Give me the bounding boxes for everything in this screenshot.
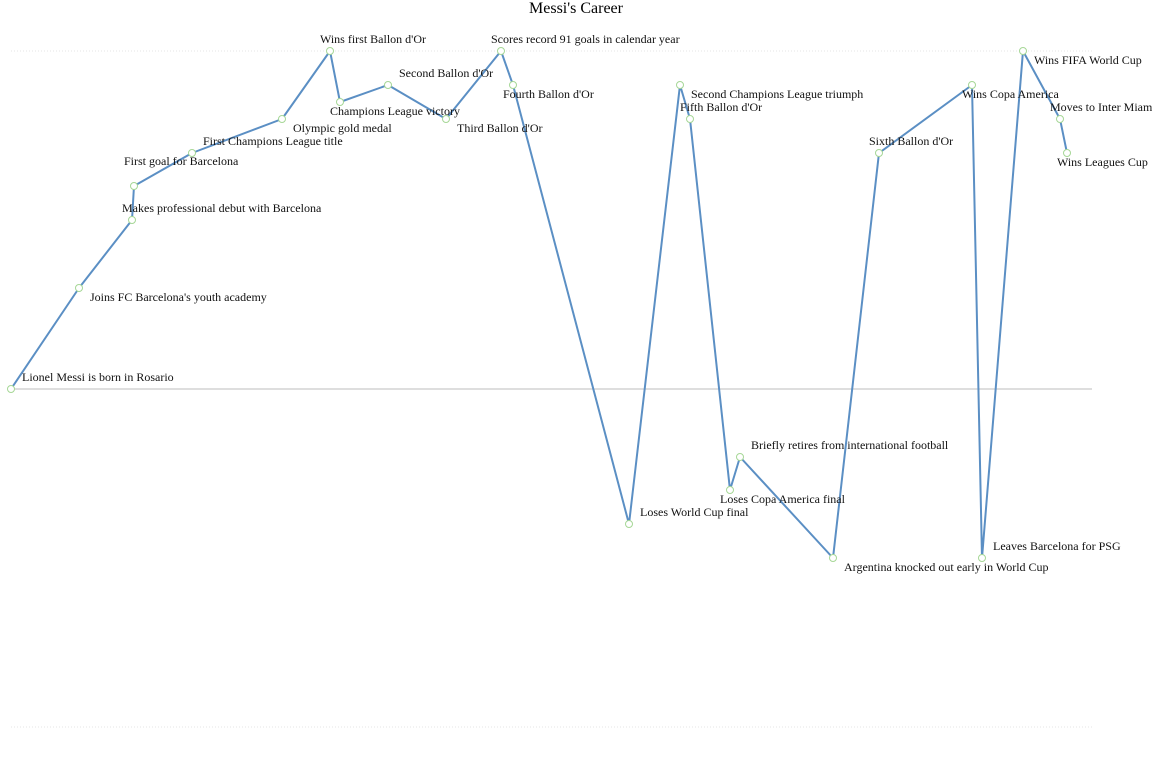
data-point-marker [326, 47, 334, 55]
data-point-marker [497, 47, 505, 55]
data-label: Moves to Inter Miami [1050, 100, 1152, 114]
data-point-marker [384, 81, 392, 89]
data-point-marker [625, 520, 633, 528]
data-point-marker [442, 115, 450, 123]
career-series-line [10, 50, 1068, 559]
data-point-marker [1063, 149, 1071, 157]
data-point-marker [968, 81, 976, 89]
data-label: Fifth Ballon d'Or [680, 100, 762, 114]
data-label: Wins FIFA World Cup [1034, 53, 1142, 67]
data-point-marker [1019, 47, 1027, 55]
data-label: Second Ballon d'Or [399, 66, 493, 80]
data-point-marker [829, 554, 837, 562]
data-point-marker [188, 149, 196, 157]
data-point-marker [726, 486, 734, 494]
data-label: Wins Leagues Cup [1057, 155, 1148, 169]
data-label: Leaves Barcelona for PSG [993, 539, 1121, 553]
data-point-marker [736, 453, 744, 461]
data-point-marker [130, 182, 138, 190]
data-point-marker [509, 81, 517, 89]
data-point-marker [7, 385, 15, 393]
data-point-marker [978, 554, 986, 562]
data-point-marker [278, 115, 286, 123]
data-label: Sixth Ballon d'Or [869, 134, 953, 148]
data-label: Argentina knocked out early in World Cup [844, 560, 1049, 574]
data-label: Lionel Messi is born in Rosario [22, 370, 174, 384]
data-label: Third Ballon d'Or [457, 121, 542, 135]
data-label: Fourth Ballon d'Or [503, 87, 594, 101]
data-point-marker [686, 115, 694, 123]
data-label: Briefly retires from international footb… [751, 438, 949, 452]
data-label: Olympic gold medal [293, 121, 392, 135]
series-line-layer [10, 50, 1068, 559]
data-markers [7, 47, 1071, 562]
data-label: Wins first Ballon d'Or [320, 32, 426, 46]
data-point-marker [875, 149, 883, 157]
data-label: Scores record 91 goals in calendar year [491, 32, 680, 46]
data-label: Wins Copa America [962, 87, 1060, 101]
grid-lines [11, 50, 1092, 728]
data-label: First goal for Barcelona [124, 154, 239, 168]
data-label: Makes professional debut with Barcelona [122, 201, 322, 215]
data-labels: Lionel Messi is born in Rosario Joins FC … [22, 32, 1152, 574]
data-point-marker [676, 81, 684, 89]
data-label: Loses Copa America final [720, 492, 846, 506]
data-label: Champions League victory [330, 104, 460, 118]
data-label: First Champions League title [203, 134, 343, 148]
data-point-marker [75, 284, 83, 292]
data-point-marker [128, 216, 136, 224]
chart-title: Messi's Career [529, 0, 624, 17]
data-label: Loses World Cup final [640, 505, 749, 519]
data-point-marker [336, 98, 344, 106]
data-label: Second Champions League triumph [691, 87, 863, 101]
data-point-marker [1056, 115, 1064, 123]
data-label: Joins FC Barcelona's youth academy [90, 290, 267, 304]
